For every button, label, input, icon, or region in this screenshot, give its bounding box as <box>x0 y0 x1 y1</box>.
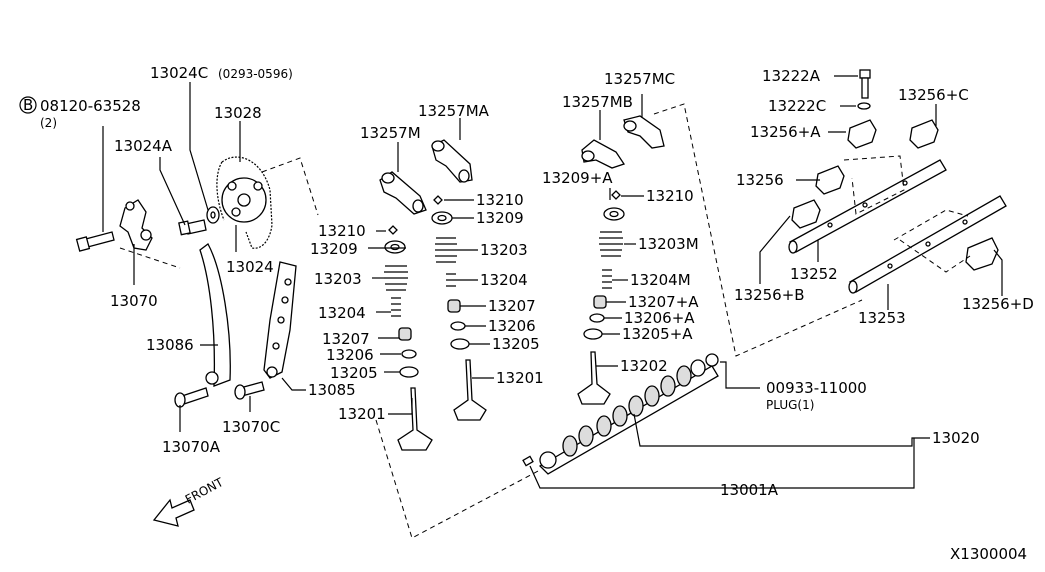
bolt-13070C-part[interactable] <box>234 381 265 400</box>
rocker-arm-13257MB-part[interactable] <box>581 139 626 169</box>
label-13205A: 13205+A <box>622 325 693 343</box>
valve-stack-right-part[interactable] <box>431 195 487 421</box>
label-13204-left: 13204 <box>318 304 366 322</box>
label-13001A: 13001A <box>720 481 779 499</box>
label-13070: 13070 <box>110 292 158 310</box>
front-label: FRONT <box>183 475 226 507</box>
front-arrow-icon <box>152 498 195 527</box>
label-13204M: 13204M <box>630 271 691 289</box>
label-13222A: 13222A <box>762 67 821 85</box>
chain-guide-13086-part[interactable] <box>199 243 231 387</box>
label-13256D: 13256+D <box>962 295 1034 313</box>
bolt-13070A-part[interactable] <box>174 387 209 408</box>
label-13028: 13028 <box>214 104 262 122</box>
spring-13256C-part[interactable] <box>909 119 939 149</box>
label-13206-left: 13206 <box>326 346 374 364</box>
label-13070A: 13070A <box>162 438 221 456</box>
label-13086: 13086 <box>146 336 194 354</box>
label-13020: 13020 <box>932 429 980 447</box>
bolt-callout-letter: B <box>23 96 33 114</box>
label-13210-right: 13210 <box>476 191 524 209</box>
label-13257MA: 13257MA <box>418 102 490 120</box>
label-13024: 13024 <box>226 258 274 276</box>
label-13070C: 13070C <box>222 418 280 436</box>
bolt-13222A-part[interactable] <box>859 69 871 99</box>
bracket-13070-part[interactable] <box>119 199 153 251</box>
label-13204-right: 13204 <box>480 271 528 289</box>
label-13257MB: 13257MB <box>562 93 633 111</box>
bolt-callout-circle-icon <box>19 96 37 114</box>
label-plug-ref: 00933-11000 <box>766 379 867 397</box>
label-13203M: 13203M <box>638 235 699 253</box>
label-13205-left: 13205 <box>330 364 378 382</box>
label-13024A: 13024A <box>114 137 173 155</box>
label-13206A: 13206+A <box>624 309 695 327</box>
label-13256A: 13256+A <box>750 123 821 141</box>
label-13209-left: 13209 <box>310 240 358 258</box>
label-13085: 13085 <box>308 381 356 399</box>
label-13252: 13252 <box>790 265 838 283</box>
label-13210-left: 13210 <box>318 222 366 240</box>
valve-stack-left-part[interactable] <box>384 225 433 451</box>
label-13202: 13202 <box>620 357 668 375</box>
spring-13256A-part[interactable] <box>847 119 877 149</box>
label-13024C: 13024C <box>150 64 208 82</box>
label-13207-right: 13207 <box>488 297 536 315</box>
label-13257MC: 13257MC <box>604 70 675 88</box>
sprocket-13024-part[interactable] <box>216 156 273 249</box>
label-13206-right: 13206 <box>488 317 536 335</box>
label-13253: 13253 <box>858 309 906 327</box>
label-13209A: 13209+A <box>542 169 613 187</box>
plug-00933-part[interactable] <box>705 353 719 367</box>
label-13256: 13256 <box>736 171 784 189</box>
bolt-13024A-part[interactable] <box>178 219 207 236</box>
rocker-arm-13257MA-part[interactable] <box>431 139 473 183</box>
label-plug: PLUG(1) <box>766 398 814 412</box>
rocker-arm-13257MC-part[interactable] <box>623 115 665 149</box>
label-13257M: 13257M <box>360 124 421 142</box>
chain-tensioner-13085-part[interactable] <box>263 261 297 379</box>
key-13001A-part[interactable] <box>522 455 534 467</box>
label-13222C: 13222C <box>768 97 826 115</box>
bolt-08120-part[interactable] <box>75 231 115 252</box>
spring-13256-part[interactable] <box>815 165 845 195</box>
label-13207A: 13207+A <box>628 293 699 311</box>
label-13201-left: 13201 <box>338 405 386 423</box>
label-13256C: 13256+C <box>898 86 969 104</box>
label-13256B: 13256+B <box>734 286 805 304</box>
label-bolt-qty: (2) <box>40 116 57 130</box>
label-13201-right: 13201 <box>496 369 544 387</box>
washer-13024C-part[interactable] <box>206 206 220 224</box>
spring-13256B-part[interactable] <box>791 199 821 229</box>
camshaft-13020-part[interactable] <box>538 359 719 475</box>
label-bolt-ref: 08120-63528 <box>40 97 141 115</box>
label-13209-right: 13209 <box>476 209 524 227</box>
label-13207-left: 13207 <box>322 330 370 348</box>
label-13203-left: 13203 <box>314 270 362 288</box>
label-13203-right: 13203 <box>480 241 528 259</box>
label-13210-mid: 13210 <box>646 187 694 205</box>
valve-stack-mid-part[interactable] <box>577 190 625 405</box>
spring-13256D-part[interactable] <box>965 237 999 271</box>
label-13024C-note: (0293-0596) <box>218 67 293 81</box>
rocker-arm-13257M-part[interactable] <box>379 171 427 215</box>
rocker-shaft-13252-part[interactable] <box>788 159 947 254</box>
label-13205-right: 13205 <box>492 335 540 353</box>
rocker-shaft-13253-part[interactable] <box>848 195 1007 294</box>
washer-13222C-part[interactable] <box>857 102 871 110</box>
diagram-id: X1300004 <box>950 545 1027 563</box>
